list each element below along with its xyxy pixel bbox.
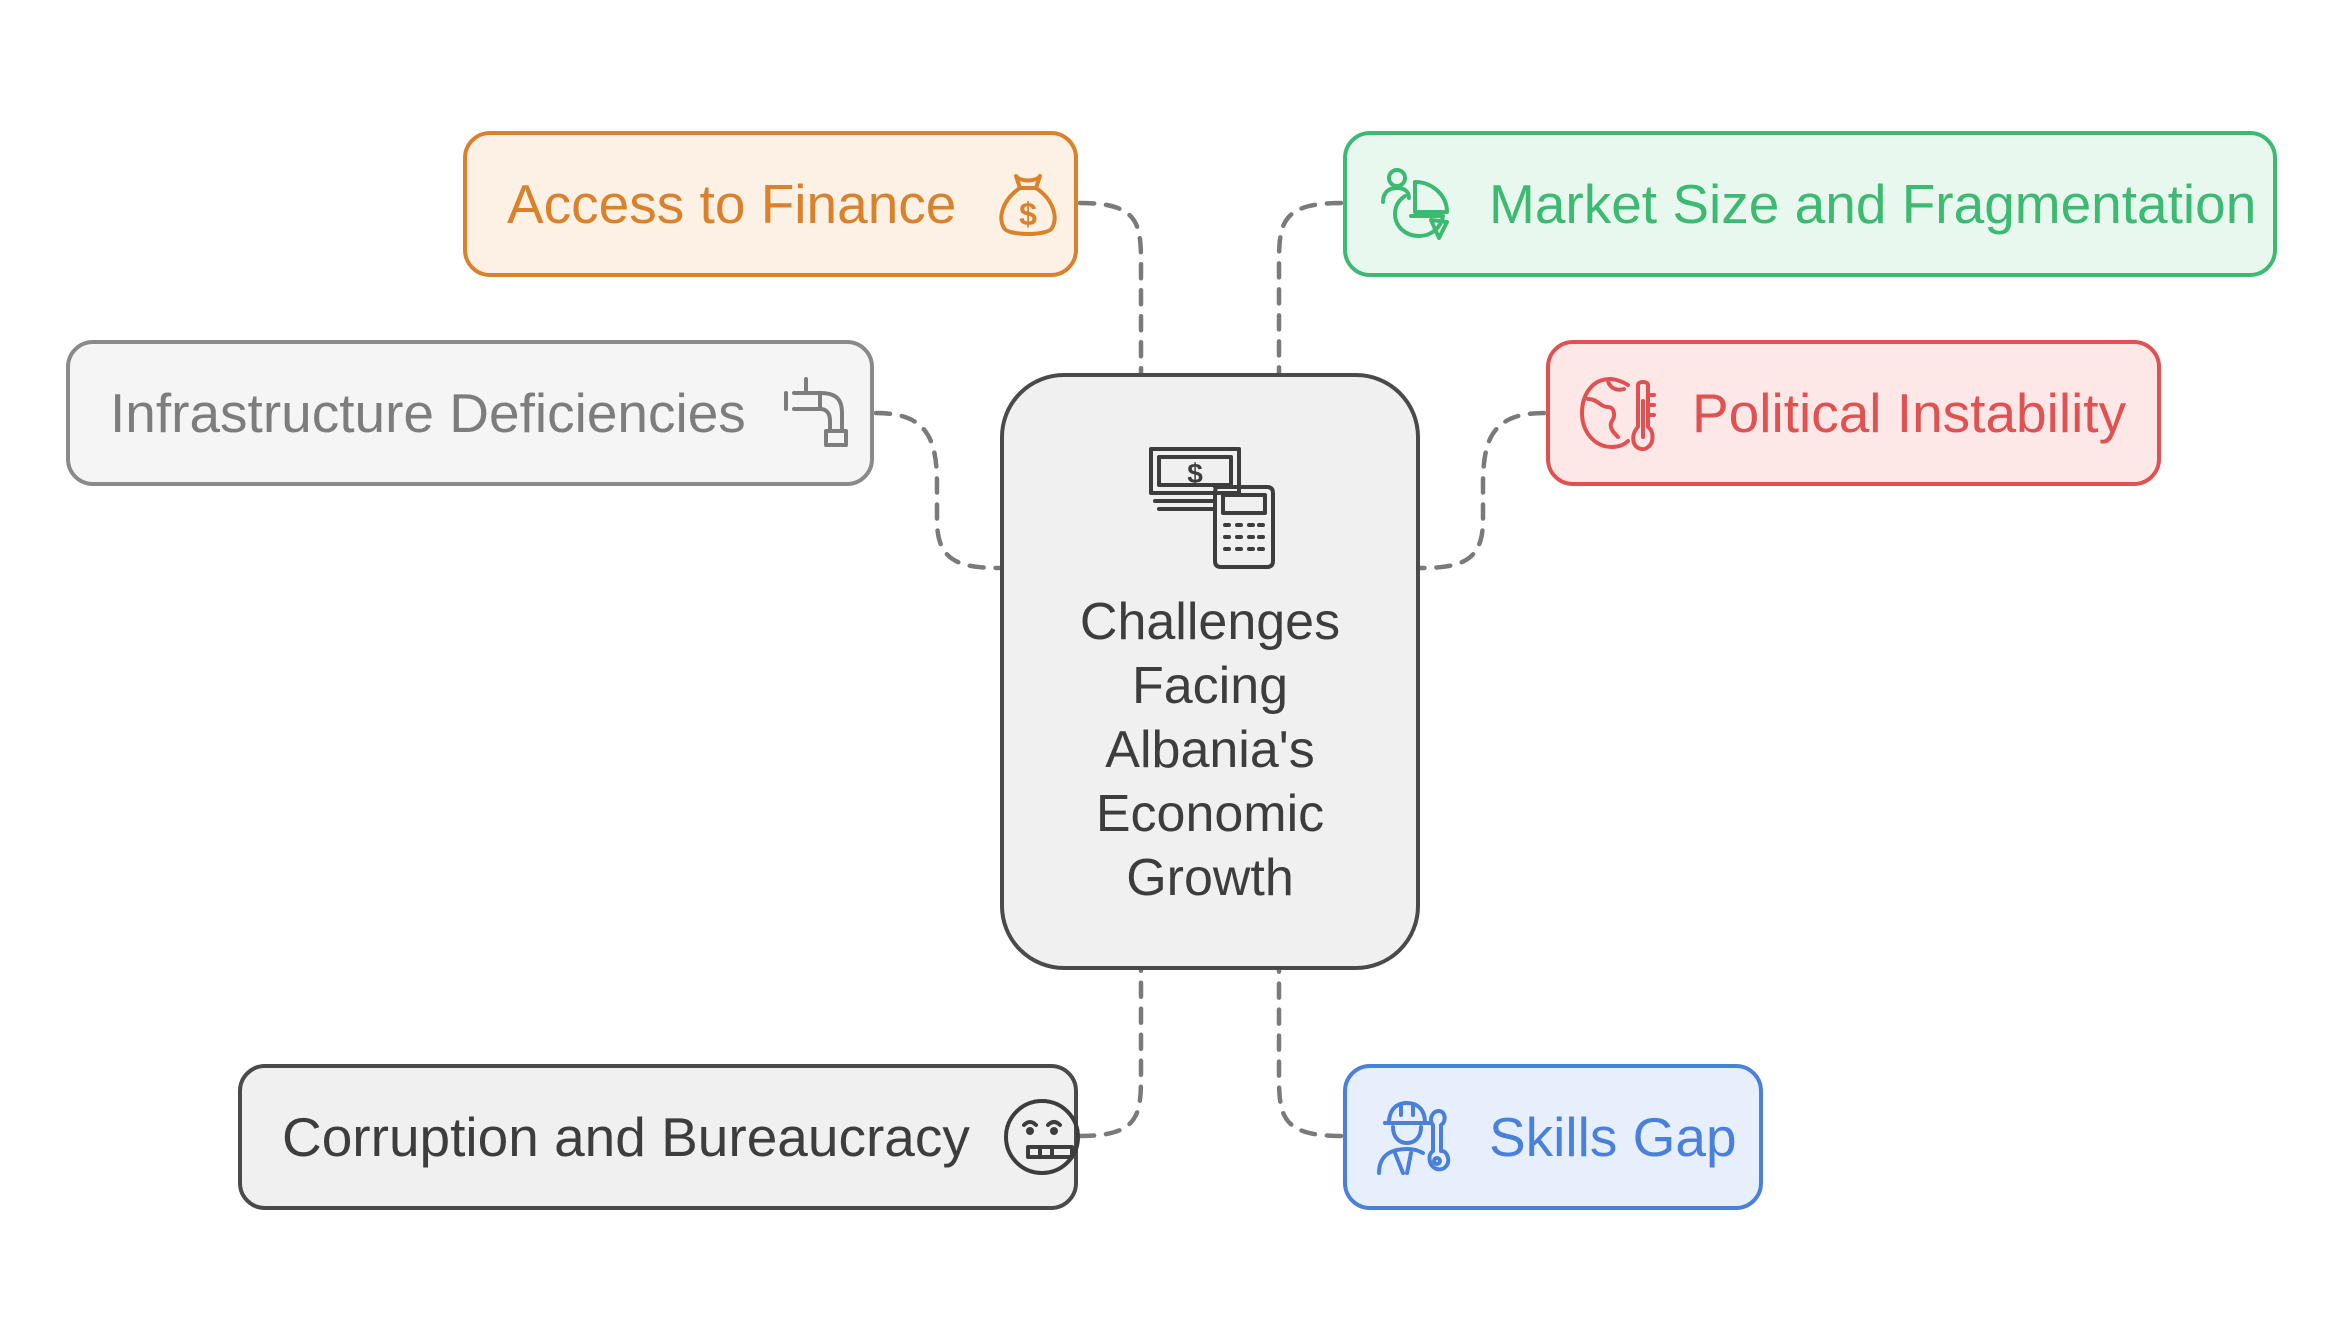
globe-thermometer-icon [1578,371,1662,455]
connector-political [1417,410,1547,571]
svg-text:$: $ [1187,458,1203,489]
central-topic-title: Challenges Facing Albania's Economic Gro… [1079,593,1341,907]
connector-skills [1276,967,1344,1139]
connector-market [1276,200,1344,376]
node-market-size-and-fragmentation: Market Size and Fragmentation [1343,131,2277,277]
node-label: Market Size and Fragmentation [1489,172,2257,235]
worker-wrench-icon [1375,1095,1459,1179]
connector-infrastructure [873,410,1003,571]
money-mouth-face-icon [1000,1095,1084,1179]
node-label: Skills Gap [1489,1105,1737,1168]
svg-text:$: $ [1019,196,1037,232]
money-bag-icon: $ [986,162,1070,246]
connector-corruption [1077,967,1144,1139]
node-corruption-and-bureaucracy: Corruption and Bureaucracy [238,1064,1080,1210]
node-skills-gap: Skills Gap [1343,1064,1763,1210]
node-political-instability: Political Instability [1546,340,2161,486]
node-label: Infrastructure Deficiencies [110,381,746,444]
central-topic-node: $ Challenges Facing Albania's Economic G… [1000,373,1420,970]
node-infrastructure-deficiencies: Infrastructure Deficiencies [66,340,874,486]
people-pie-chart-icon [1375,162,1459,246]
node-label: Corruption and Bureaucracy [282,1105,970,1168]
connector-finance [1077,200,1144,376]
node-access-to-finance: Access to Finance $ [463,131,1078,277]
money-calculator-icon: $ [1143,437,1277,576]
node-label: Political Instability [1692,381,2127,444]
node-label: Access to Finance [507,172,957,235]
pipe-icon [776,371,860,455]
